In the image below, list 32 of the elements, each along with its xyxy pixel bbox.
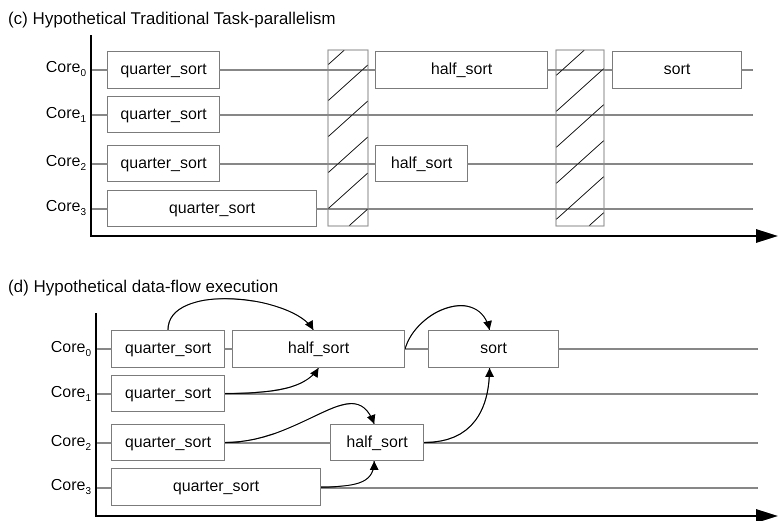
arrow (224, 403, 375, 444)
core-label: Core$_{1}$ (46, 105, 86, 126)
task-box: quarter_sort (111, 424, 225, 461)
arrow (225, 368, 319, 394)
task-box: sort (612, 51, 742, 89)
core-label: Core$_{0}$ (50, 339, 91, 360)
task-box: half_sort (330, 424, 424, 461)
task-box: sort (428, 330, 559, 368)
panel-title: (d) Hypothetical data-flow execution (8, 277, 278, 297)
task-box: quarter_sort (107, 51, 220, 89)
arrow (321, 460, 378, 488)
arrow (167, 298, 314, 330)
core-label: Core$_{0}$ (46, 59, 86, 80)
task-box: quarter_sort (107, 96, 220, 133)
core-label: Core$_{3}$ (46, 198, 86, 218)
task-box: quarter_sort (111, 375, 225, 412)
sync-barrier (556, 50, 604, 226)
core-label: Core$_{2}$ (50, 433, 91, 454)
core-label: Core$_{3}$ (50, 477, 91, 498)
panel-title: (c) Hypothetical Traditional Task-parallelism (8, 9, 336, 29)
task-box: half_sort (375, 145, 468, 182)
task-box: quarter_sort (107, 145, 220, 182)
task-box: quarter_sort (107, 190, 317, 227)
task-box: half_sort (375, 51, 548, 89)
core-label: Core$_{2}$ (46, 153, 86, 174)
task-box: quarter_sort (111, 468, 321, 506)
task-box: half_sort (232, 330, 405, 368)
core-label: Core$_{1}$ (50, 384, 91, 404)
arrow (404, 305, 491, 350)
sync-barrier (328, 50, 368, 226)
task-box: quarter_sort (111, 330, 225, 368)
arrow (424, 368, 494, 444)
